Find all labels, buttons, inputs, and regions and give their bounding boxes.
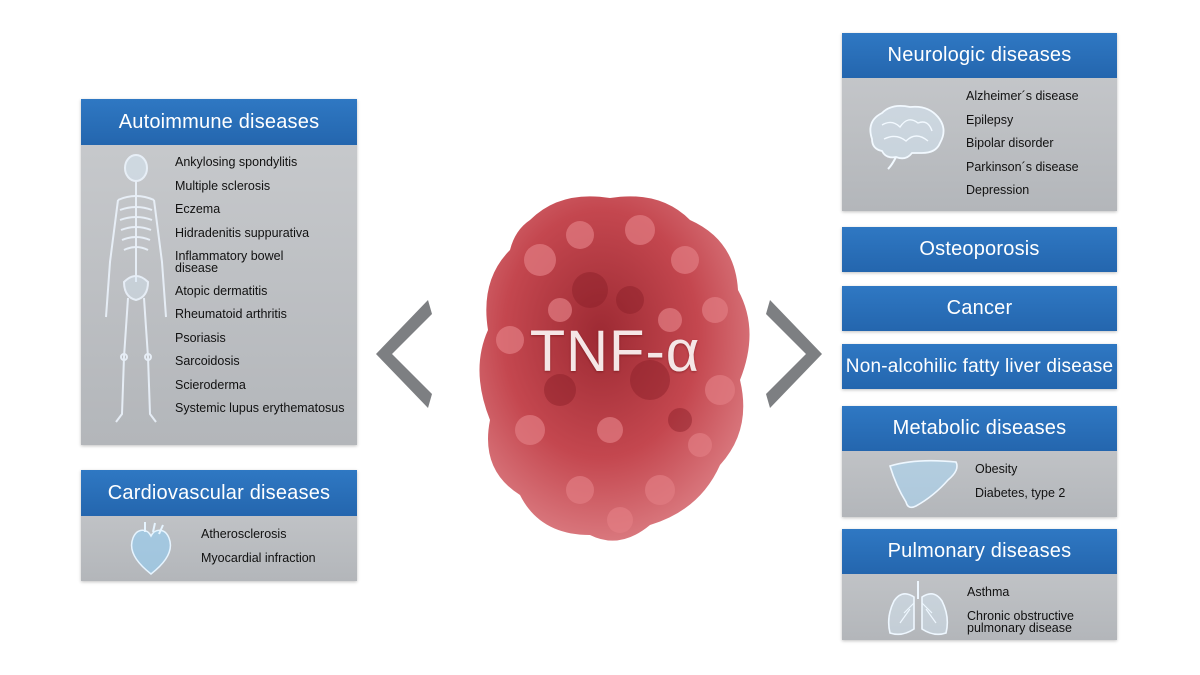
cancer-panel: Cancer <box>842 286 1117 331</box>
autoimmune-panel: Autoimmune diseases Ankylosing spondylit… <box>81 99 357 445</box>
liver-icon <box>889 459 958 509</box>
list-item: Atopic dermatitis <box>175 283 268 298</box>
nafld-header: Non-alcohilic fatty liver disease <box>842 344 1117 389</box>
list-item: Inflammatory bowel disease <box>175 249 284 275</box>
list-item: Alzheimer´s disease <box>966 89 1079 103</box>
chevron-right-icon <box>766 300 822 408</box>
list-item: Asthma <box>967 585 1010 599</box>
metabolic-header: Metabolic diseases <box>842 406 1117 451</box>
neurologic-header: Neurologic diseases <box>842 33 1117 78</box>
center-label: TNF-α <box>529 319 701 384</box>
list-item: Hidradenitis suppurativa <box>175 225 310 240</box>
neurologic-list: Alzheimer´s disease Epilepsy Bipolar dis… <box>966 90 1116 208</box>
list-item: Diabetes, type 2 <box>975 485 1066 500</box>
autoimmune-header: Autoimmune diseases <box>81 99 357 145</box>
pulmonary-panel: Pulmonary diseases Asthma Chronic obstru… <box>842 529 1117 640</box>
chevron-left-icon <box>376 300 432 408</box>
cardiovascular-header: Cardiovascular diseases <box>81 470 357 516</box>
pulmonary-header: Pulmonary diseases <box>842 529 1117 574</box>
list-item: Rheumatoid arthritis <box>175 307 287 321</box>
autoimmune-list: Ankylosing spondylitis Multiple sclerosi… <box>175 156 355 426</box>
list-item: Multiple sclerosis <box>175 178 271 193</box>
list-item: Atherosclerosis <box>201 527 287 541</box>
protein-structure <box>470 190 760 550</box>
metabolic-panel: Metabolic diseases Obesity Diabetes, typ… <box>842 406 1117 517</box>
list-item: Scieroderma <box>175 377 246 392</box>
list-item: Bipolar disorder <box>966 136 1054 150</box>
cardiovascular-panel: Cardiovascular diseases Atherosclerosis … <box>81 470 357 581</box>
list-item: Obesity <box>975 462 1018 476</box>
heart-icon <box>130 522 172 575</box>
osteoporosis-panel: Osteoporosis <box>842 227 1117 272</box>
list-item: Chronic obstructive pulmonary disease <box>967 608 1074 635</box>
list-item: Parkinson´s disease <box>966 159 1079 174</box>
list-item: Psoriasis <box>175 330 226 345</box>
list-item: Depression <box>966 183 1030 197</box>
neurologic-panel: Neurologic diseases Alzheimer´s disease … <box>842 33 1117 211</box>
lungs-icon <box>887 581 949 636</box>
list-item: Systemic lupus erythematosus <box>175 401 345 415</box>
pulmonary-list: Asthma Chronic obstructive pulmonary dis… <box>967 586 1107 644</box>
cardiovascular-list: Atherosclerosis Myocardial infraction <box>201 528 351 575</box>
list-item: Sarcoidosis <box>175 354 240 368</box>
nafld-panel: Non-alcohilic fatty liver disease <box>842 344 1117 389</box>
list-item: Eczema <box>175 202 221 216</box>
list-item: Epilepsy <box>966 112 1014 127</box>
list-item: Ankylosing spondylitis <box>175 155 298 169</box>
osteoporosis-header: Osteoporosis <box>842 227 1117 272</box>
cancer-header: Cancer <box>842 286 1117 331</box>
brain-icon <box>869 104 945 170</box>
list-item: Myocardial infraction <box>201 550 316 565</box>
skeleton-icon <box>105 154 167 423</box>
metabolic-list: Obesity Diabetes, type 2 <box>975 463 1115 510</box>
